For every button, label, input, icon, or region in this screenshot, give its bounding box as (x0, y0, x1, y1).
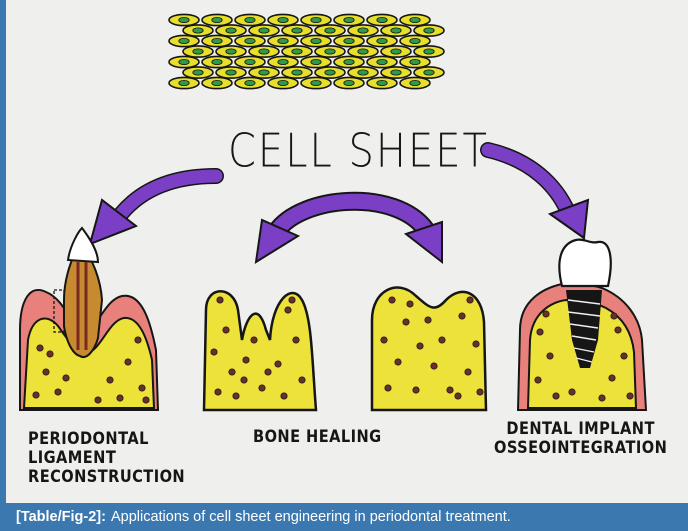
figure-title: CELL SHEET (228, 126, 489, 178)
label-implant: DENTAL IMPLANT OSSEOINTEGRATION (494, 420, 667, 458)
label-implant-line1: DENTAL IMPLANT (494, 420, 667, 439)
label-periodontal-line1: PERIODONTAL (28, 430, 185, 449)
label-bone-healing: BONE HEALING (253, 428, 382, 447)
label-periodontal-line3: RECONSTRUCTION (28, 468, 185, 487)
caption-tag: [Table/Fig-2]: (16, 509, 106, 525)
label-periodontal: PERIODONTAL LIGAMENT RECONSTRUCTION (28, 430, 185, 487)
tooth-icon (20, 228, 158, 410)
bone-icon (204, 291, 316, 410)
bone-icon (372, 288, 486, 410)
double-arrow-icon (256, 201, 442, 262)
cell-sheet-icon (169, 14, 444, 88)
caption-text: Applications of cell sheet engineering i… (111, 509, 511, 525)
implant-icon (518, 240, 646, 410)
drawing-paper: CELL SHEET PERIODONTAL LIGAMENT RECONSTR… (6, 0, 688, 503)
arrow-left-icon (90, 176, 216, 244)
label-periodontal-line2: LIGAMENT (28, 449, 185, 468)
label-implant-line2: OSSEOINTEGRATION (494, 439, 667, 458)
arrow-right-icon (488, 150, 588, 238)
figure-caption: [Table/Fig-2]: Applications of cell shee… (0, 503, 688, 531)
